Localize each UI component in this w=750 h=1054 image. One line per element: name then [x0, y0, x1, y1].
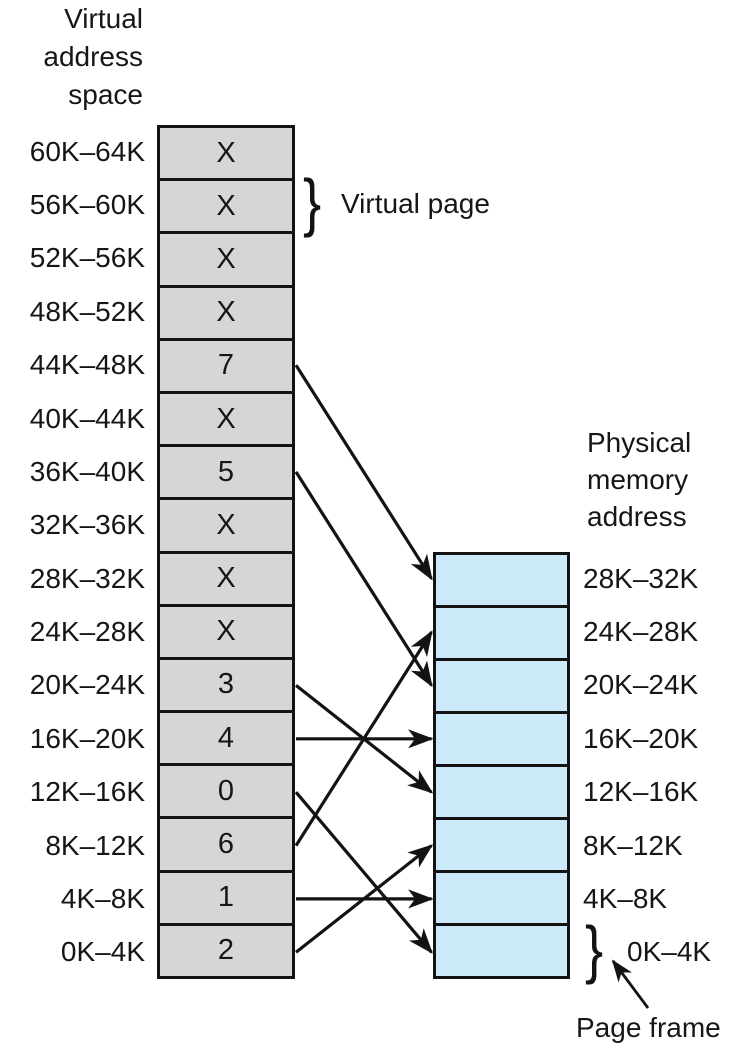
physical-range-label: 12K–16K [583, 776, 699, 808]
virtual-page-cell: X [160, 550, 292, 604]
mapping-arrow-page-2 [295, 844, 434, 954]
physical-range-label: 8K–12K [583, 829, 683, 861]
virtual-page-cell: 1 [160, 869, 292, 923]
virtual-range-label: 4K–8K [60, 882, 145, 914]
physical-range-label: 28K–32K [583, 562, 699, 594]
virtual-page-cell: X [160, 284, 292, 338]
page-frame-table [433, 552, 570, 979]
page-frame-label: Page frame [576, 1012, 721, 1043]
virtual-range-label: 20K–24K [29, 669, 145, 701]
page-frame-brace: } [585, 913, 604, 985]
physical-title-line: Physical [587, 427, 692, 458]
virtual-page-cell: 6 [160, 816, 292, 870]
mapping-arrow-page-6 [294, 630, 433, 847]
page-frame-cell [436, 605, 567, 658]
virtual-page-cell: 5 [160, 444, 292, 498]
page-frame-cell [436, 817, 567, 870]
physical-range-label: 16K–20K [583, 722, 699, 754]
mapping-arrow-page-0 [294, 791, 433, 954]
page-frame-cell [436, 870, 567, 923]
virtual-page-cell: X [160, 178, 292, 232]
physical-range-label: 4K–8K [583, 882, 668, 914]
virtual-range-label: 24K–28K [29, 616, 145, 648]
virtual-range-label: 28K–32K [29, 562, 145, 594]
virtual-range-label: 60K–64K [29, 135, 145, 167]
virtual-title-line: space [68, 79, 143, 110]
virtual-page-cell: 3 [160, 656, 292, 711]
physical-range-label: 20K–24K [583, 669, 699, 701]
virtual-page-cell: 4 [160, 710, 292, 764]
virtual-page-cell: 2 [160, 922, 292, 976]
virtual-title-line: address [43, 41, 143, 72]
virtual-range-label: 48K–52K [29, 295, 145, 327]
mapping-arrow-page-3 [295, 684, 434, 794]
mapping-arrow-page-7 [294, 364, 433, 581]
virtual-page-cell: X [160, 497, 292, 551]
page-frame-cell [436, 658, 567, 711]
virtual-title-line: Virtual [64, 3, 143, 34]
virtual-range-label: 0K–4K [60, 936, 145, 968]
page-frame-cell [436, 555, 567, 605]
mapping-arrow-page-5 [294, 471, 433, 688]
virtual-page-label: Virtual page [341, 188, 490, 219]
virtual-range-label: 52K–56K [29, 242, 145, 274]
virtual-range-label: 12K–16K [29, 776, 145, 808]
physical-range-label: 0K–4K [627, 936, 712, 968]
physical-range-labels: 28K–32K 24K–28K 20K–24K 16K–20K 12K–16K 8K–12… [583, 552, 750, 979]
page-frame-cell [436, 764, 567, 817]
virtual-range-label: 32K–36K [29, 509, 145, 541]
page-frame-cell [436, 923, 567, 976]
virtual-page-brace: } [303, 166, 322, 238]
page-frame-cell [436, 711, 567, 764]
physical-title-line: address [587, 501, 687, 532]
virtual-page-cell: 7 [160, 337, 292, 391]
virtual-page-cell: X [160, 603, 292, 657]
virtual-range-labels: 60K–64K 56K–60K 52K–56K 48K–52K 44K–48K 40K–4… [0, 125, 145, 979]
physical-range-label: 24K–28K [583, 616, 699, 648]
virtual-range-label: 40K–44K [29, 402, 145, 434]
virtual-range-label: 56K–60K [29, 189, 145, 221]
virtual-range-label: 44K–48K [29, 349, 145, 381]
physical-title-line: memory [587, 464, 689, 495]
virtual-range-label: 8K–12K [45, 829, 145, 861]
virtual-page-cell: X [160, 390, 292, 445]
physical-memory-address-title: Physical memory address [587, 424, 691, 535]
virtual-range-label: 36K–40K [29, 455, 145, 487]
virtual-range-label: 16K–20K [29, 722, 145, 754]
virtual-page-cell: X [160, 128, 292, 179]
virtual-page-cell: X [160, 231, 292, 285]
virtual-page-cell: 0 [160, 763, 292, 817]
virtual-address-space-title: Virtual address space [0, 0, 143, 114]
